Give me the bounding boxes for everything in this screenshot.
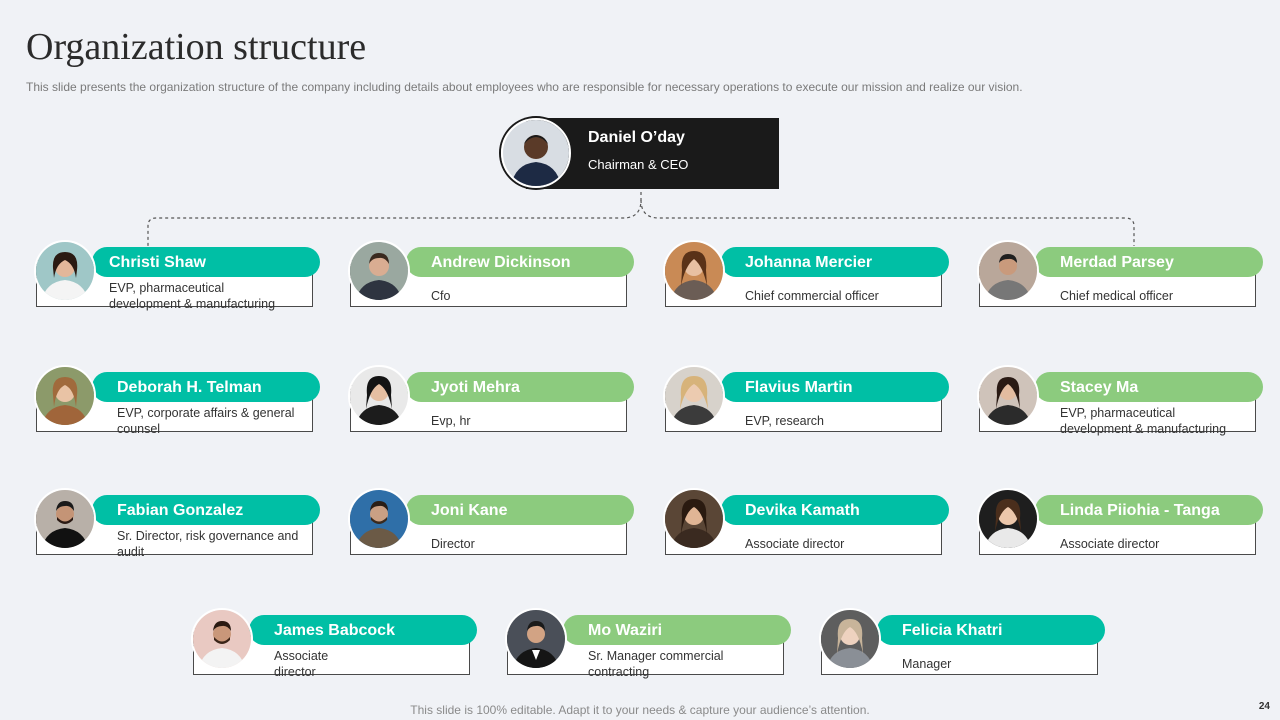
employee-role: EVP, research	[745, 414, 824, 428]
employee-avatar	[191, 608, 253, 670]
employee-card-james-babcock: James Babcock Associate director	[191, 608, 481, 688]
name-pill	[1035, 372, 1263, 402]
employee-name: James Babcock	[274, 622, 395, 639]
employee-name: Stacey Ma	[1060, 379, 1139, 396]
name-pill	[1035, 247, 1263, 277]
employee-name: Johanna Mercier	[745, 254, 873, 271]
employee-avatar	[663, 488, 725, 550]
name-pill	[406, 247, 634, 277]
employee-avatar	[977, 240, 1039, 302]
name-pill	[249, 615, 477, 645]
employee-card-fabian-gonzalez: Fabian Gonzalez Sr. Director, risk gover…	[34, 488, 324, 568]
employee-avatar	[819, 608, 881, 670]
employee-role: Associate director	[745, 537, 845, 551]
employee-card-devika-kamath: Devika Kamath Associate director	[663, 488, 953, 568]
name-pill	[406, 495, 634, 525]
employee-avatar	[348, 240, 410, 302]
employee-card-joni-kane: Joni Kane Director	[348, 488, 638, 568]
name-pill	[877, 615, 1105, 645]
employee-avatar	[663, 240, 725, 302]
employee-name: Merdad Parsey	[1060, 254, 1174, 271]
name-pill	[92, 372, 320, 402]
employee-role: Chief medical officer	[1060, 289, 1174, 303]
employee-name: Devika Kamath	[745, 502, 860, 519]
name-pill	[721, 247, 949, 277]
employee-card-stacey-ma: Stacey Ma EVP, pharmaceutical developmen…	[977, 365, 1267, 445]
employee-role: Director	[431, 537, 475, 551]
employee-avatar	[348, 365, 410, 427]
employee-name: Jyoti Mehra	[431, 379, 520, 396]
employee-avatar	[977, 488, 1039, 550]
employee-card-christi-shaw: Christi Shaw EVP, pharmaceutical develop…	[34, 240, 324, 320]
slide-footer-note: This slide is 100% editable. Adapt it to…	[410, 703, 870, 717]
employee-role: EVP, corporate affairs & general counsel	[117, 406, 295, 436]
name-pill	[92, 495, 320, 525]
employee-card-johanna-mercier: Johanna Mercier Chief commercial officer	[663, 240, 953, 320]
ceo-name: Daniel O’day	[588, 129, 685, 146]
employee-role: Manager	[902, 657, 952, 671]
employee-card-merdad-parsey: Merdad Parsey Chief medical officer	[977, 240, 1267, 320]
employee-name: Andrew Dickinson	[431, 254, 571, 271]
employee-card-felicia-khatri: Felicia Khatri Manager	[819, 608, 1109, 688]
employee-avatar	[34, 240, 96, 302]
slide-subtitle: This slide presents the organization str…	[26, 80, 1023, 94]
employee-role: EVP, pharmaceutical development & manufa…	[1060, 406, 1227, 436]
employee-card-jyoti-mehra: Jyoti Mehra Evp, hr	[348, 365, 638, 445]
employee-role: Evp, hr	[431, 414, 471, 428]
employee-role: Sr. Director, risk governance and audit	[117, 529, 299, 559]
employee-role: Sr. Manager commercial contracting	[588, 649, 724, 679]
employee-avatar	[348, 488, 410, 550]
employee-avatar	[505, 608, 567, 670]
slide-title: Organization structure	[26, 26, 367, 68]
employee-card-mo-waziri: Mo Waziri Sr. Manager commercial contrac…	[505, 608, 795, 688]
employee-name: Joni Kane	[431, 502, 508, 519]
name-pill	[1035, 495, 1263, 525]
employee-role: Associate director	[274, 649, 329, 679]
employee-avatar	[34, 488, 96, 550]
employee-card-andrew-dickinson: Andrew Dickinson Cfo	[348, 240, 638, 320]
employee-avatar	[977, 365, 1039, 427]
name-pill	[92, 247, 320, 277]
employee-name: Flavius Martin	[745, 379, 853, 396]
employee-card-flavius-martin: Flavius Martin EVP, research	[663, 365, 953, 445]
employee-role: Chief commercial officer	[745, 289, 879, 303]
name-pill	[721, 495, 949, 525]
name-pill	[721, 372, 949, 402]
employee-avatar	[663, 365, 725, 427]
employee-name: Mo Waziri	[588, 622, 663, 639]
employee-card-deborah-telman: Deborah H. Telman EVP, corporate affairs…	[34, 365, 324, 445]
name-pill	[563, 615, 791, 645]
ceo-role: Chairman & CEO	[588, 157, 689, 172]
employee-name: Felicia Khatri	[902, 622, 1003, 639]
employee-role: Associate director	[1060, 537, 1160, 551]
employee-card-linda-piiohia-tanga: Linda Piiohia - Tanga Associate director	[977, 488, 1267, 568]
employee-name: Christi Shaw	[109, 254, 206, 271]
employee-name: Fabian Gonzalez	[117, 502, 244, 519]
employee-role: Cfo	[431, 289, 451, 303]
name-pill	[406, 372, 634, 402]
employee-avatar	[34, 365, 96, 427]
employee-name: Linda Piiohia - Tanga	[1060, 502, 1220, 519]
employee-name: Deborah H. Telman	[117, 379, 262, 396]
employee-role: EVP, pharmaceutical development & manufa…	[109, 281, 276, 311]
ceo-avatar	[501, 118, 571, 188]
page-number: 24	[1258, 701, 1270, 712]
